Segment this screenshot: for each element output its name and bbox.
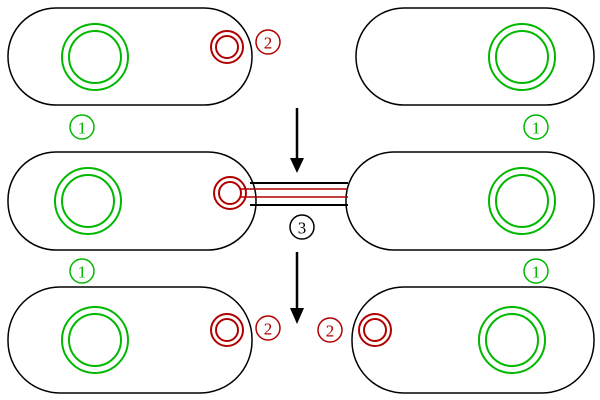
row-b-chromosome-labels: 1 1 [69,258,549,284]
step1-donor-chromosome-outer-ring [61,23,129,91]
row-a-chromosome-labels: 1 1 [69,114,549,140]
right-chromosome-label-ring-b [523,258,549,284]
step3-recipient-cell-membrane [351,286,595,394]
step2-recipient-chromosome-inner-ring [495,174,549,228]
arrow-step1-to-step2 [290,108,304,173]
step2-recipient-cell-membrane [345,151,595,251]
step3-donor-chromosome-inner-ring [68,313,122,367]
left-chromosome-label-ring-b [69,258,95,284]
left-chromosome-label-b: 1 [78,263,87,282]
step2-donor-chromosome-inner-ring [61,174,115,228]
step2-conjugating-cells: 3 [7,151,595,251]
right-chromosome-label-a: 1 [532,119,541,138]
step2-plasmid-outer-ring [213,176,247,210]
step3-recipient-chromosome-outer-ring [478,306,546,374]
step2-donor-cell-membrane [7,151,257,251]
step1-recipient-chromosome-outer-ring [488,23,556,91]
bridge-label-ring [289,214,315,240]
arrow-step2-to-step3 [290,252,304,324]
step2-plasmid-inner-ring [218,181,242,205]
step3-donor-chromosome-outer-ring [61,306,129,374]
step3-left-plasmid-label: 2 [264,320,273,339]
step1-recipient-cell-membrane [355,7,595,106]
step3-right-plasmid-label: 2 [326,322,335,341]
right-chromosome-label-ring-a [523,114,549,140]
left-chromosome-label-ring-a [69,114,95,140]
step3-right-plasmid-label-ring [317,317,343,343]
step3-recipient-chromosome-inner-ring [485,313,539,367]
left-chromosome-label-a: 1 [78,119,87,138]
right-chromosome-label-b: 1 [532,263,541,282]
step3-recipient-plasmid-outer-ring [358,313,392,347]
bridge-label: 3 [298,219,307,238]
step1-donor-chromosome-inner-ring [68,30,122,84]
step1-donor-plasmid-outer-ring [210,30,244,64]
arrow1-head [290,158,304,173]
step3-donor-plasmid-outer-ring [210,313,244,347]
step1-plasmid-label-ring [255,29,281,55]
arrow2-head [290,308,304,324]
step3-cells: 2 2 [7,286,595,394]
step1-plasmid-label: 2 [264,34,273,53]
step3-recipient-plasmid-inner-ring [363,318,387,342]
step2-donor-chromosome-outer-ring [54,167,122,235]
step1-recipient-chromosome-inner-ring [495,30,549,84]
step2-recipient-chromosome-outer-ring [488,167,556,235]
step3-donor-cell-membrane [7,286,253,394]
step1-donor-cell-membrane [7,7,253,106]
step3-donor-plasmid-inner-ring [215,318,239,342]
step3-left-plasmid-label-ring [255,315,281,341]
step1-donor-plasmid-inner-ring [215,35,239,59]
step1-cells: 2 [7,7,595,106]
